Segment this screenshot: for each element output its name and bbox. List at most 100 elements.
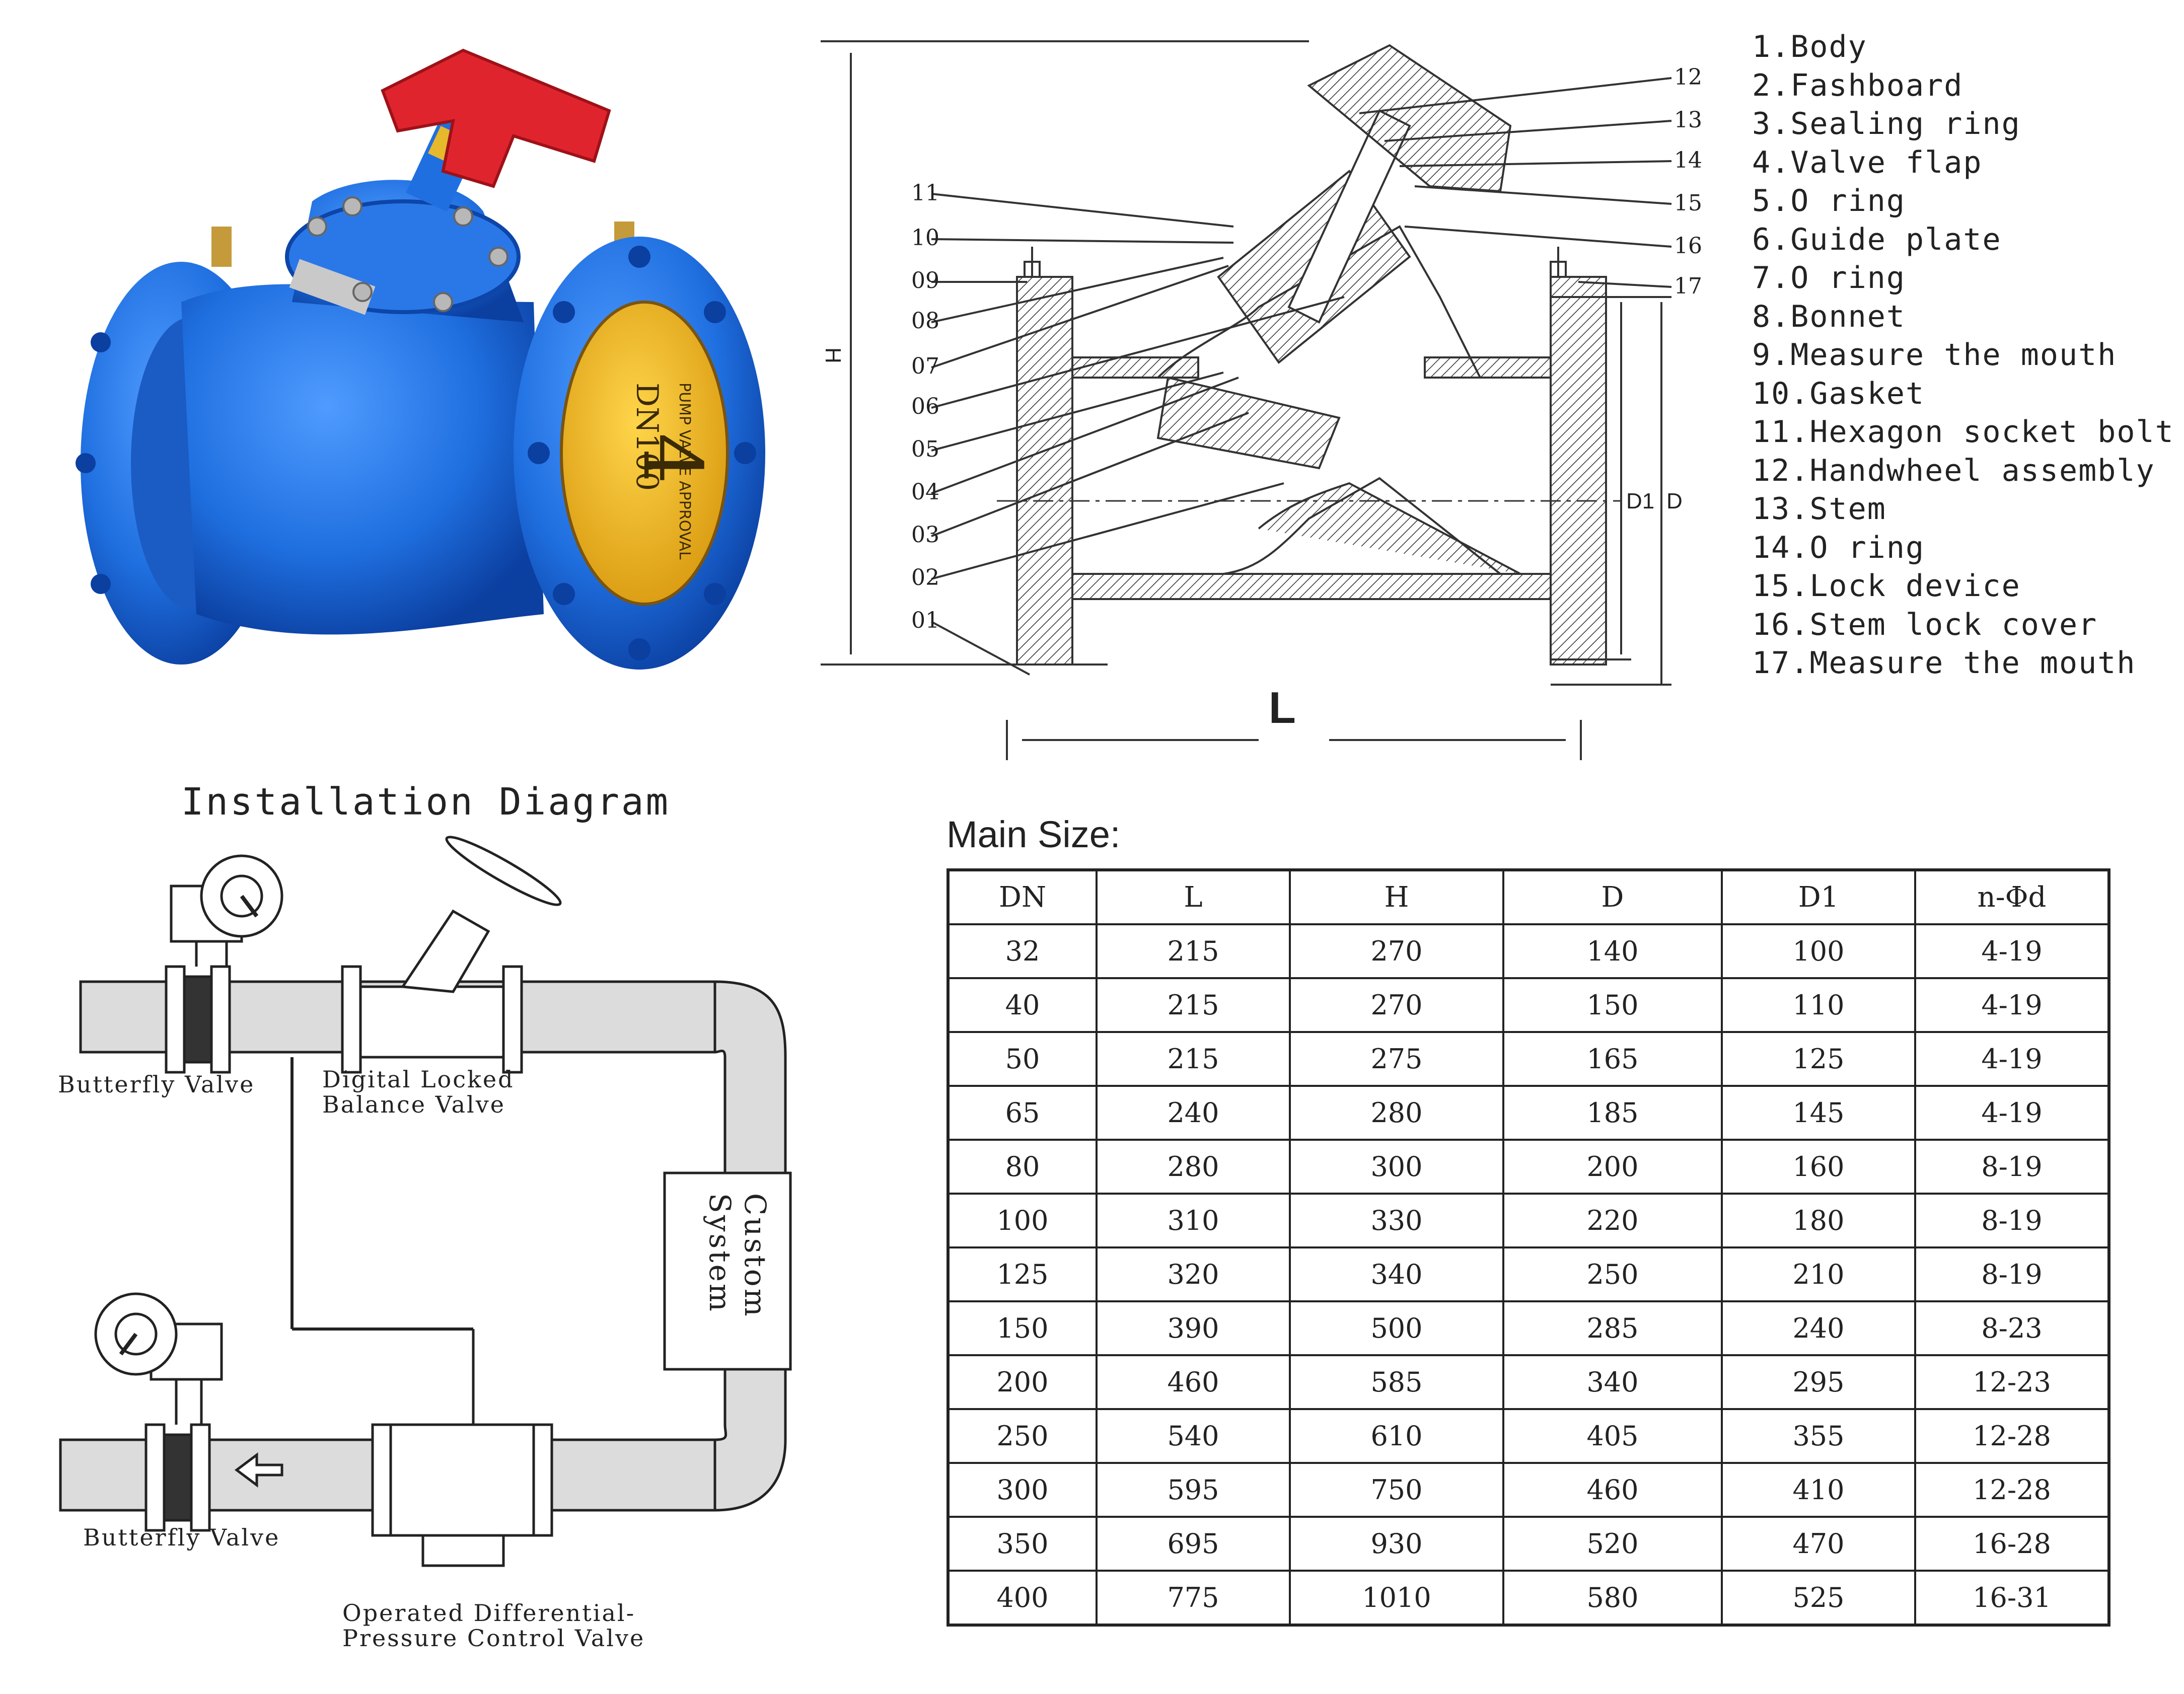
callout-12: 12 bbox=[1674, 64, 1702, 90]
label-custom-system-2: System bbox=[703, 1193, 737, 1313]
table-cell: 540 bbox=[1096, 1408, 1291, 1464]
table-cell: 750 bbox=[1289, 1462, 1504, 1518]
table-cell: 240 bbox=[1096, 1085, 1291, 1141]
table-cell: 340 bbox=[1289, 1246, 1504, 1302]
table-cell: 4-19 bbox=[1914, 1031, 2110, 1087]
part-item: 14.O ring bbox=[1752, 530, 1925, 565]
valve-flap-section bbox=[1156, 376, 1341, 470]
table-cell: 400 bbox=[947, 1570, 1098, 1626]
callout-01: 01 bbox=[911, 608, 939, 633]
callout-09: 09 bbox=[911, 268, 939, 293]
callout-16: 16 bbox=[1674, 233, 1702, 259]
col-h: H bbox=[1289, 869, 1504, 925]
callout-17: 17 bbox=[1674, 273, 1702, 299]
part-item: 10.Gasket bbox=[1752, 376, 1925, 411]
table-cell: 460 bbox=[1096, 1354, 1291, 1410]
table-cell: 310 bbox=[1096, 1193, 1291, 1248]
plate-dn-text: DN100 bbox=[629, 383, 665, 491]
col-dn: DN bbox=[947, 869, 1098, 925]
table-cell: 270 bbox=[1289, 977, 1504, 1033]
table-cell: 220 bbox=[1502, 1193, 1723, 1248]
table-header-row: DN L H D D1 n-Φd bbox=[947, 869, 2110, 925]
table-cell: 110 bbox=[1721, 977, 1916, 1033]
balance-valve-body bbox=[359, 985, 505, 1059]
table-cell: 145 bbox=[1721, 1085, 1916, 1141]
table-cell: 340 bbox=[1502, 1354, 1723, 1410]
label-balance-valve-1: Digital Locked bbox=[322, 1066, 515, 1093]
label-dp-valve-1: Operated Differential- bbox=[342, 1599, 635, 1627]
table-cell: 185 bbox=[1502, 1085, 1723, 1141]
table-cell: 215 bbox=[1096, 1031, 1291, 1087]
part-item: 6.Guide plate bbox=[1752, 222, 2002, 257]
part-item: 13.Stem bbox=[1752, 491, 1886, 527]
part-item: 9.Measure the mouth bbox=[1752, 337, 2117, 373]
table-cell: 585 bbox=[1289, 1354, 1504, 1410]
table-cell: 200 bbox=[1502, 1139, 1723, 1195]
butterfly-valve-top bbox=[183, 975, 213, 1064]
table-cell: 125 bbox=[1721, 1031, 1916, 1087]
col-l: L bbox=[1096, 869, 1291, 925]
table-cell: 165 bbox=[1502, 1031, 1723, 1087]
table-cell: 80 bbox=[947, 1139, 1098, 1195]
table-cell: 355 bbox=[1721, 1408, 1916, 1464]
table-cell: 12-23 bbox=[1914, 1354, 2110, 1410]
table-cell: 12-28 bbox=[1914, 1462, 2110, 1518]
table-cell: 470 bbox=[1721, 1516, 1916, 1572]
dim-d-label: D bbox=[1666, 489, 1683, 513]
table-cell: 150 bbox=[947, 1300, 1098, 1356]
table-cell: 460 bbox=[1502, 1462, 1723, 1518]
part-item: 5.O ring bbox=[1752, 183, 1906, 218]
label-butterfly-valve-bottom: Butterfly Valve bbox=[83, 1524, 280, 1551]
table-cell: 180 bbox=[1721, 1193, 1916, 1248]
handwheel-section bbox=[1307, 44, 1512, 193]
table-cell: 250 bbox=[1502, 1246, 1723, 1302]
test-point-left bbox=[211, 227, 232, 267]
part-item: 4.Valve flap bbox=[1752, 144, 1983, 180]
table-cell: 330 bbox=[1289, 1193, 1504, 1248]
table-cell: 930 bbox=[1289, 1516, 1504, 1572]
table-cell: 16-31 bbox=[1914, 1570, 2110, 1626]
label-custom-system-1: Custom bbox=[738, 1193, 772, 1318]
table-cell: 695 bbox=[1096, 1516, 1291, 1572]
part-item: 12.Handwheel assembly bbox=[1752, 453, 2155, 488]
part-item: 7.O ring bbox=[1752, 260, 1906, 296]
table-cell: 275 bbox=[1289, 1031, 1504, 1087]
table-cell: 300 bbox=[1289, 1139, 1504, 1195]
part-item: 1.Body bbox=[1752, 29, 1867, 64]
table-cell: 350 bbox=[947, 1516, 1098, 1572]
label-dp-valve-2: Pressure Control Valve bbox=[342, 1625, 645, 1652]
label-butterfly-valve-top: Butterfly Valve bbox=[58, 1071, 255, 1098]
table-cell: 280 bbox=[1289, 1085, 1504, 1141]
callout-07: 07 bbox=[911, 353, 939, 379]
callout-14: 14 bbox=[1674, 148, 1702, 173]
callout-08: 08 bbox=[911, 308, 939, 334]
dim-l-label: L bbox=[1269, 683, 1296, 732]
table-cell: 240 bbox=[1721, 1300, 1916, 1356]
table-cell: 50 bbox=[947, 1031, 1098, 1087]
table-cell: 215 bbox=[1096, 977, 1291, 1033]
table-cell: 270 bbox=[1289, 923, 1504, 979]
table-cell: 160 bbox=[1721, 1139, 1916, 1195]
main-size-caption: Main Size: bbox=[947, 814, 1121, 855]
table-cell: 210 bbox=[1721, 1246, 1916, 1302]
col-n-phi-d: n-Φd bbox=[1914, 869, 2110, 925]
callout-13: 13 bbox=[1674, 107, 1702, 133]
right-flange-section bbox=[1550, 276, 1607, 666]
part-item: 8.Bonnet bbox=[1752, 299, 1906, 334]
part-item: 2.Fashboard bbox=[1752, 67, 1963, 103]
table-cell: 140 bbox=[1502, 923, 1723, 979]
identification-plate bbox=[560, 301, 729, 606]
table-cell: 40 bbox=[947, 977, 1098, 1033]
butterfly-valve-bottom bbox=[163, 1433, 193, 1522]
table-cell: 200 bbox=[947, 1354, 1098, 1410]
table-cell: 405 bbox=[1502, 1408, 1723, 1464]
table-cell: 410 bbox=[1721, 1462, 1916, 1518]
table-cell: 16-28 bbox=[1914, 1516, 2110, 1572]
